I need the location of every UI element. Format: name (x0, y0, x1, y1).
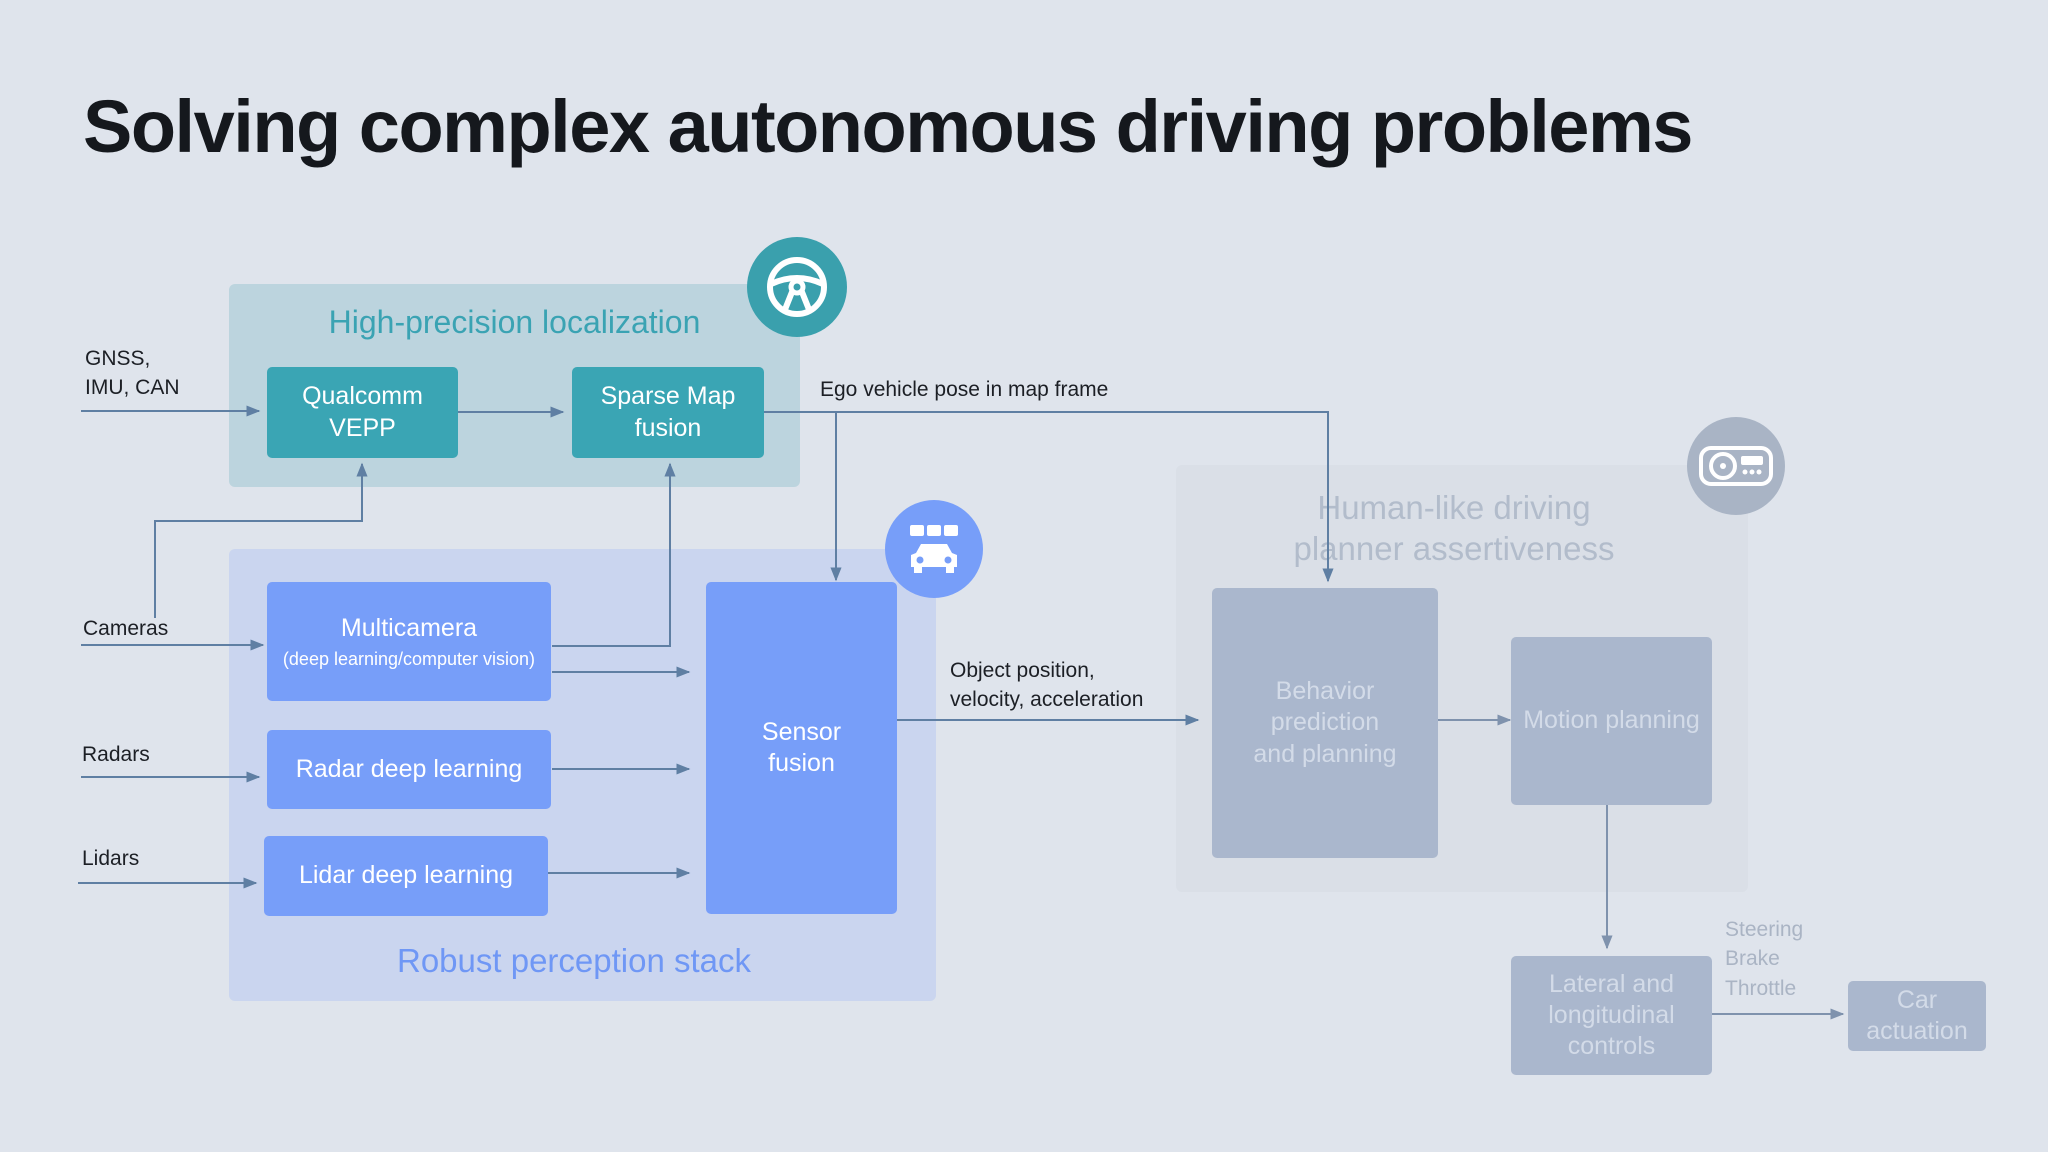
sparse-line2: fusion (634, 413, 702, 442)
lateral-line2: longitudinal (1548, 1000, 1675, 1029)
car-sensors-icon (885, 500, 983, 598)
cameras-label: Cameras (83, 617, 169, 640)
object-line1: Object position, (950, 659, 1095, 682)
object-label: Object position, velocity, acceleration (950, 656, 1143, 715)
edge-cameras-vepp (154, 462, 368, 618)
planner-title-line2: planner assertiveness (1293, 530, 1615, 568)
steering-dashboard-icon (1687, 417, 1785, 515)
behavior-line3: and planning (1253, 739, 1397, 768)
signal-brake: Brake (1725, 947, 1780, 971)
behavior-line1: Behavior (1275, 677, 1375, 706)
lidars-label: Lidars (82, 847, 140, 870)
multicamera-box: Multicamera (deep learning/computer visi… (267, 582, 551, 701)
localization-title: High-precision localization (328, 304, 701, 340)
vepp-line1: Qualcomm (302, 382, 423, 411)
sparse-line1: Sparse Map (600, 382, 736, 411)
motion-planning-box: Motion planning (1511, 637, 1712, 805)
multicamera-label: Multicamera (340, 613, 478, 642)
radars-label: Radars (82, 743, 150, 766)
car-line1: Car (1896, 985, 1938, 1014)
lateral-line1: Lateral and (1548, 969, 1675, 998)
lateral-controls-box: Lateral and longitudinal controls (1511, 956, 1712, 1075)
ego-pose-label: Ego vehicle pose in map frame (820, 378, 1109, 401)
behavior-line2: prediction (1270, 708, 1380, 737)
car-line2: actuation (1866, 1017, 1968, 1045)
multicamera-sub: (deep learning/computer vision) (282, 648, 536, 669)
behavior-box: Behavior prediction and planning (1212, 588, 1438, 858)
lidar-label: Lidar deep learning (298, 861, 514, 890)
sensor-fusion-box: Sensor fusion (706, 582, 897, 914)
actuation-signals: Steering Brake Throttle (1725, 915, 1803, 1003)
fusion-line2: fusion (768, 749, 835, 777)
qualcomm-vepp-box: Qualcomm VEPP (267, 367, 458, 458)
signal-steering: Steering (1725, 918, 1804, 941)
edge-multicamera-sparse (552, 462, 676, 647)
signal-throttle: Throttle (1725, 976, 1797, 1000)
perception-title: Robust perception stack (396, 942, 752, 979)
gnss-line2: IMU, CAN (85, 376, 180, 400)
page-title: Solving complex autonomous driving probl… (83, 85, 1693, 168)
gnss-label: GNSS, IMU, CAN (85, 344, 180, 403)
car-actuation-box: Car actuation (1848, 981, 1986, 1051)
lidar-box: Lidar deep learning (264, 836, 548, 916)
lateral-line3: controls (1567, 1032, 1656, 1061)
radar-label: Radar deep learning (295, 754, 523, 783)
fusion-line1: Sensor (761, 717, 842, 746)
vepp-line2: VEPP (329, 413, 396, 442)
gnss-line1: GNSS, (85, 347, 151, 370)
motion-label: Motion planning (1523, 706, 1700, 735)
steering-wheel-icon (747, 237, 847, 337)
edge-ego-pose (764, 411, 1334, 583)
radar-box: Radar deep learning (267, 730, 551, 809)
planner-title: Human-like driving planner assertiveness (1176, 487, 1732, 570)
object-line2: velocity, acceleration (950, 688, 1144, 712)
sparse-map-fusion-box: Sparse Map fusion (572, 367, 764, 458)
planner-title-line1: Human-like driving (1317, 489, 1591, 526)
